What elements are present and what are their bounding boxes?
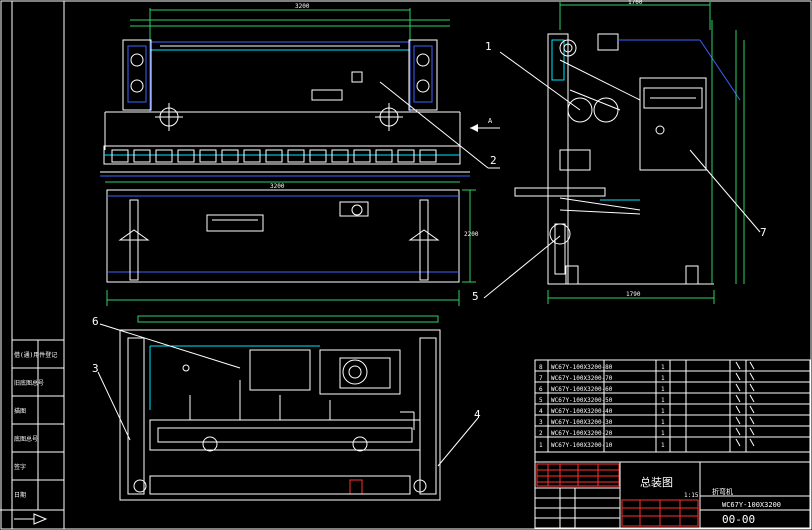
- row-code: WC67Y-100X3200-50: [551, 397, 613, 404]
- dim-front-height: 2200: [464, 231, 479, 238]
- callout-4: 4: [474, 408, 481, 421]
- dim-top-overall: 3200: [295, 3, 310, 10]
- row-qty: 1: [661, 430, 665, 437]
- row-no: 8: [539, 364, 543, 371]
- row-qty: 1: [661, 408, 665, 415]
- row-qty: 1: [661, 375, 665, 382]
- callout-6: 6: [92, 315, 99, 328]
- row-qty: 1: [661, 397, 665, 404]
- row-code: WC67Y-100X3200-40: [551, 408, 613, 415]
- row-code: WC67Y-100X3200-80: [551, 364, 613, 371]
- title-block: 总装图 折弯机 WC67Y-100X3200 00-00 1:15: [534, 451, 811, 529]
- dim-front-bed: 3200: [270, 183, 285, 190]
- strip-cell-3: 描图: [14, 407, 26, 415]
- dim-side-base: 1790: [626, 291, 641, 298]
- callout-2: 2: [490, 154, 497, 167]
- callout-3: 3: [92, 362, 99, 375]
- row-no: 2: [539, 430, 543, 437]
- strip-cell-5: 签字: [14, 463, 26, 471]
- dim-side-overall: 1700: [628, 0, 643, 6]
- row-no: 4: [539, 408, 543, 415]
- side-view: 1700 1790: [514, 0, 745, 304]
- row-qty: 1: [661, 386, 665, 393]
- strip-cell-6: 日期: [14, 491, 26, 499]
- row-code: WC67Y-100X3200-60: [551, 386, 613, 393]
- parts-list-rows: 8 WC67Y-100X3200-80 1 7 WC67Y-100X3200-7…: [539, 364, 665, 449]
- model-code: WC67Y-100X3200: [722, 501, 781, 509]
- left-registration-strip: 借(通)用件登记 旧底图总号 描图 底图总号 签字 日期: [12, 339, 64, 525]
- strip-cell-1: 借(通)用件登记: [14, 351, 57, 359]
- callout-1: 1: [485, 40, 492, 53]
- scale-value: 1:15: [684, 492, 699, 499]
- row-no: 7: [539, 375, 543, 382]
- row-code: WC67Y-100X3200-20: [551, 430, 613, 437]
- view-arrow-label: A: [488, 117, 493, 125]
- drawing-title: 总装图: [640, 475, 673, 489]
- callout-5: 5: [472, 290, 479, 303]
- callout-7: 7: [760, 226, 767, 239]
- row-code: WC67Y-100X3200-10: [551, 442, 613, 449]
- strip-cell-2: 旧底图总号: [14, 379, 44, 387]
- row-no: 1: [539, 442, 543, 449]
- drawing-number: 00-00: [722, 513, 755, 526]
- parts-list-table: 8 WC67Y-100X3200-80 1 7 WC67Y-100X3200-7…: [534, 359, 811, 453]
- product-name: 折弯机: [712, 487, 733, 496]
- callout-leaders: 1 2 3 4 5 6 7: [92, 40, 767, 467]
- strip-cell-4: 底图总号: [14, 435, 38, 443]
- row-qty: 1: [661, 419, 665, 426]
- plan-view: [119, 315, 441, 501]
- front-view: 3200: [100, 3, 500, 306]
- tool-clamps: [111, 149, 437, 163]
- row-code: WC67Y-100X3200-70: [551, 375, 613, 382]
- row-qty: 1: [661, 364, 665, 371]
- row-no: 5: [539, 397, 543, 404]
- row-code: WC67Y-100X3200-30: [551, 419, 613, 426]
- row-no: 3: [539, 419, 543, 426]
- row-no: 6: [539, 386, 543, 393]
- row-qty: 1: [661, 442, 665, 449]
